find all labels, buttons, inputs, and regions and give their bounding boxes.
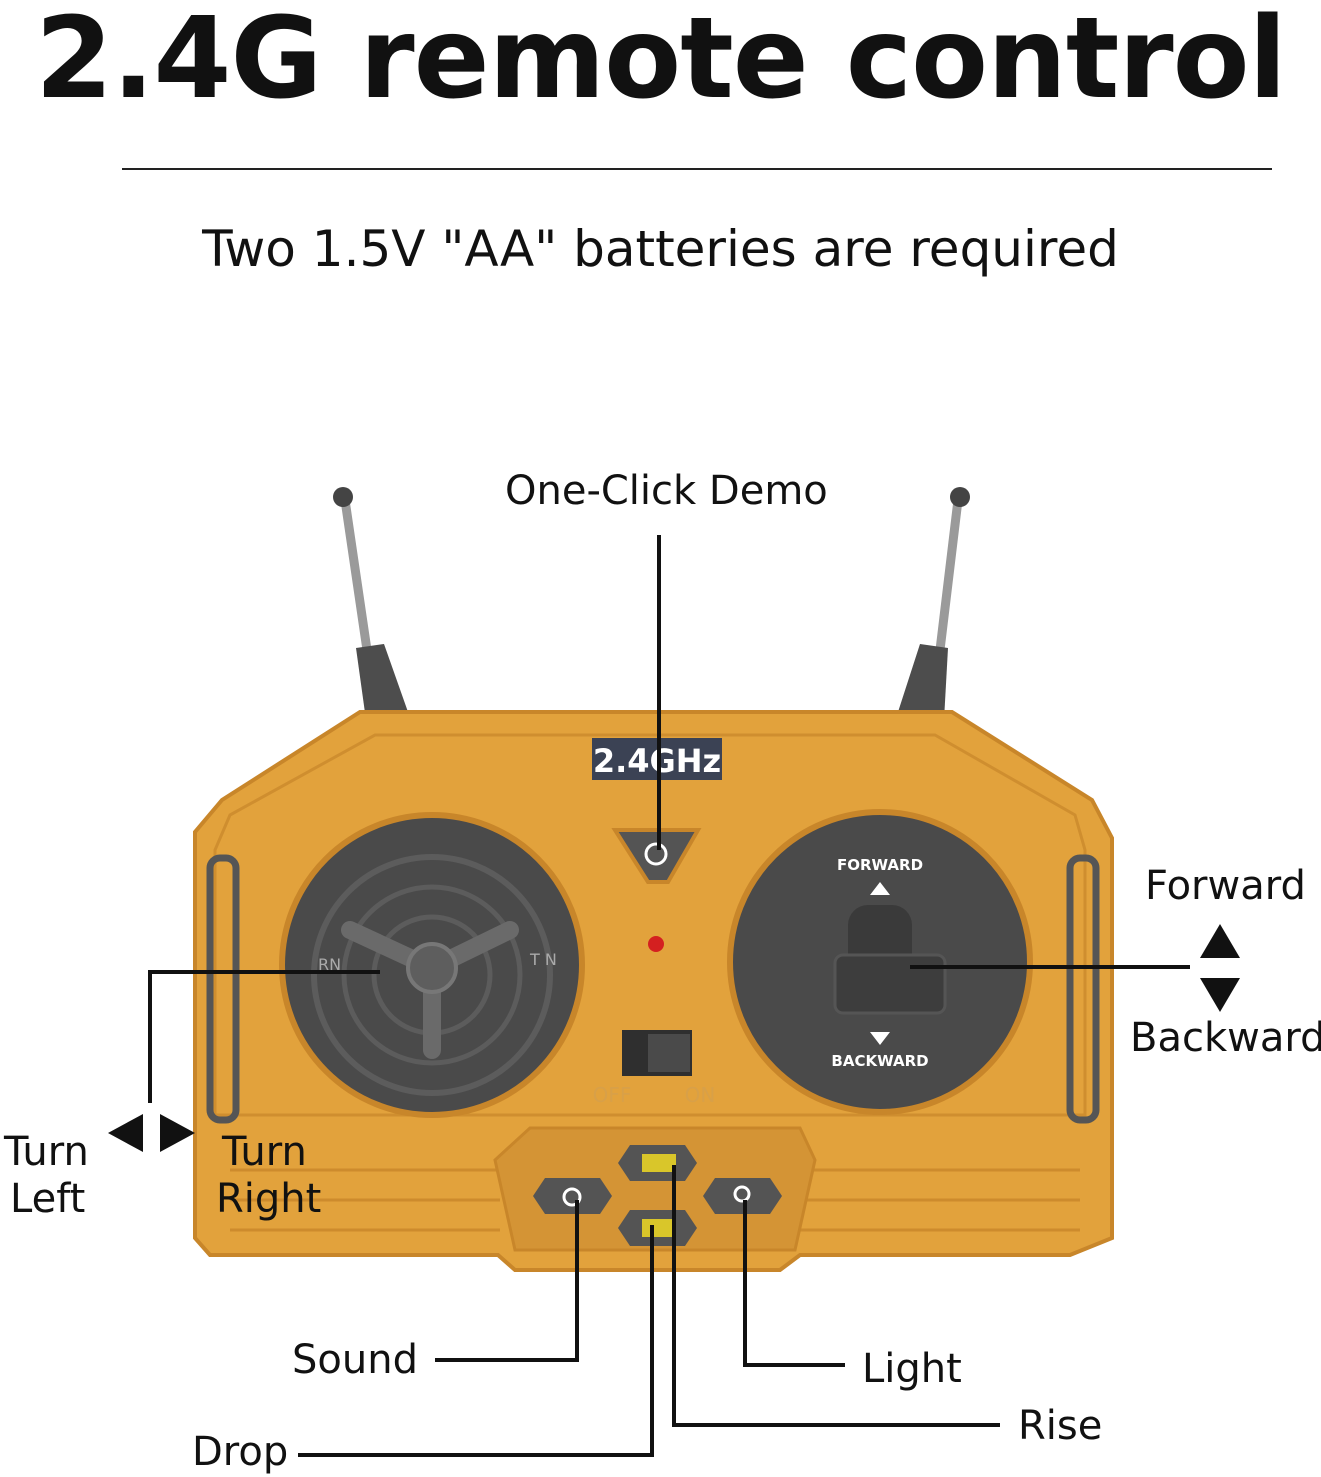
backward-arrow-icon bbox=[1200, 978, 1240, 1012]
drop-button[interactable] bbox=[618, 1210, 697, 1246]
power-icon bbox=[644, 842, 668, 866]
bulb-icon bbox=[733, 1185, 751, 1203]
callout-one-click-demo: One-Click Demo bbox=[505, 468, 828, 514]
sound-icon bbox=[562, 1187, 582, 1207]
callout-rise: Rise bbox=[1018, 1403, 1103, 1449]
callout-turn-left-line1: Turn bbox=[4, 1129, 89, 1175]
left-grip-rail bbox=[206, 854, 240, 1124]
excavator-drop-icon bbox=[642, 1219, 676, 1237]
turn-left-arrow-icon bbox=[108, 1114, 143, 1152]
callout-light: Light bbox=[862, 1346, 962, 1392]
grip-texture bbox=[230, 1168, 1080, 1232]
battery-note: Two 1.5V "AA" batteries are required bbox=[202, 220, 1119, 278]
right-grip-rail bbox=[1066, 854, 1100, 1124]
stick-turn-right-mark: T N bbox=[529, 950, 557, 969]
callout-turn-left-line2: Left bbox=[10, 1176, 86, 1222]
forward-arrow-icon bbox=[1200, 924, 1240, 958]
demo-button[interactable] bbox=[611, 828, 702, 884]
right-antenna bbox=[898, 487, 970, 720]
callout-turn-right-line2: Right bbox=[216, 1176, 322, 1222]
status-led bbox=[648, 936, 664, 952]
callout-lines bbox=[148, 535, 1190, 1457]
excavator-rise-icon bbox=[642, 1154, 676, 1172]
callout-drop: Drop bbox=[192, 1429, 289, 1475]
left-antenna bbox=[333, 487, 408, 720]
stick-backward-mark: BACKWARD bbox=[831, 1052, 928, 1070]
callout-turn-right-line1: Turn bbox=[222, 1129, 307, 1175]
title-divider bbox=[122, 168, 1272, 170]
switch-on-label: ON bbox=[685, 1083, 716, 1107]
turn-right-arrow-icon bbox=[160, 1114, 195, 1152]
page-title: 2.4G remote control bbox=[35, 0, 1287, 124]
light-button[interactable] bbox=[703, 1178, 782, 1214]
power-switch[interactable] bbox=[622, 1030, 692, 1076]
right-throttle-stick[interactable] bbox=[727, 809, 1033, 1115]
rise-button[interactable] bbox=[618, 1145, 697, 1181]
stick-forward-mark: FORWARD bbox=[837, 856, 923, 874]
callout-forward: Forward bbox=[1145, 863, 1306, 909]
sound-button[interactable] bbox=[533, 1178, 612, 1214]
left-steering-stick[interactable] bbox=[279, 812, 585, 1118]
callout-backward: Backward bbox=[1130, 1015, 1321, 1061]
callout-sound: Sound bbox=[292, 1337, 418, 1383]
switch-off-label: OFF bbox=[593, 1083, 632, 1107]
stick-turn-left-mark: RN bbox=[318, 955, 341, 974]
